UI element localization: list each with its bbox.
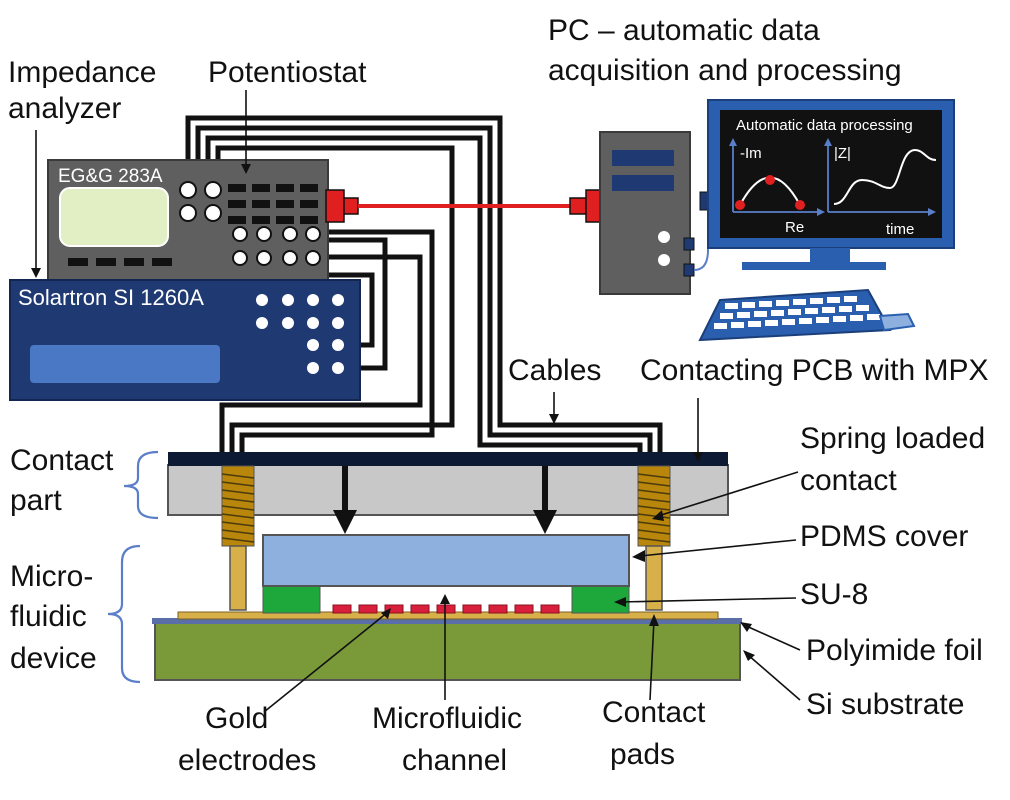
label-contacting-pcb: Contacting PCB with MPX — [640, 354, 988, 387]
mouse — [878, 312, 916, 332]
label-micro-3: device — [10, 642, 97, 675]
nyquist-y-label: -Im — [740, 145, 762, 162]
screen-title: Automatic data processing — [736, 117, 913, 134]
pc-monitor: Automatic data processing -Im Re |Z| tim… — [707, 99, 955, 270]
label-spring-2: contact — [800, 464, 897, 497]
keyboard — [698, 288, 892, 342]
label-pdms-cover: PDMS cover — [800, 520, 968, 553]
spring-loaded-contact-left — [221, 465, 255, 611]
microfluidic-device — [152, 534, 742, 681]
polyimide-foil — [152, 618, 742, 624]
su8-right — [571, 585, 630, 614]
label-gold-1: Gold — [205, 702, 268, 735]
bode-x-label: time — [886, 221, 914, 238]
gold-electrodes — [332, 604, 560, 614]
potentiostat-device: EG&G 283A — [47, 159, 359, 286]
label-pads-1: Contact — [602, 696, 706, 729]
pdms-cover — [262, 534, 630, 587]
measurement-cables — [185, 115, 663, 465]
label-pc-2: acquisition and processing — [548, 54, 902, 87]
potentiostat-buttons — [68, 184, 318, 266]
label-impedance-analyzer-1: Impedance — [8, 56, 156, 89]
press-arrows — [333, 466, 557, 534]
label-pc-1: PC – automatic data — [548, 14, 820, 47]
potentiostat-display — [59, 187, 169, 247]
label-gold-2: electrodes — [178, 744, 316, 777]
su8-left — [262, 585, 321, 614]
analyzer-display — [30, 345, 220, 383]
label-spring-1: Spring loaded — [800, 422, 985, 455]
potentiostat-model-label: EG&G 283A — [58, 166, 163, 187]
microfluidic-device-brace — [107, 544, 141, 684]
label-polyimide: Polyimide foil — [806, 634, 983, 667]
potentiostat-connectors — [179, 181, 321, 266]
annotation-labels: Impedance analyzer Potentiostat PC – aut… — [8, 14, 988, 777]
spring-loaded-contact-right — [637, 465, 671, 611]
label-contact-part-2: part — [10, 484, 62, 517]
label-potentiostat: Potentiostat — [208, 56, 367, 89]
label-si-substrate: Si substrate — [806, 688, 964, 721]
nyquist-x-label: Re — [785, 219, 804, 236]
label-micro-2: fluidic — [10, 600, 87, 633]
contacting-pcb — [168, 452, 728, 466]
leader-lines — [31, 90, 801, 713]
analyzer-connectors — [256, 294, 344, 374]
pc-tower — [599, 131, 731, 295]
label-channel-2: channel — [402, 744, 507, 777]
impedance-analyzer-device: Solartron SI 1260A — [9, 279, 361, 401]
label-pads-2: pads — [610, 738, 675, 771]
contact-part — [167, 452, 729, 611]
label-contact-part-1: Contact — [10, 444, 114, 477]
analyzer-model-label: Solartron SI 1260A — [18, 285, 204, 310]
label-cables: Cables — [508, 354, 601, 387]
contact-part-brace — [123, 450, 159, 520]
impedance-time-plot: |Z| time — [824, 138, 937, 238]
label-su8: SU-8 — [800, 578, 868, 611]
nyquist-plot: -Im Re — [729, 138, 825, 236]
label-impedance-analyzer-2: analyzer — [8, 92, 121, 125]
label-channel-1: Microfluidic — [372, 702, 522, 735]
bode-y-label: |Z| — [834, 145, 851, 162]
label-micro-1: Micro- — [10, 560, 93, 593]
